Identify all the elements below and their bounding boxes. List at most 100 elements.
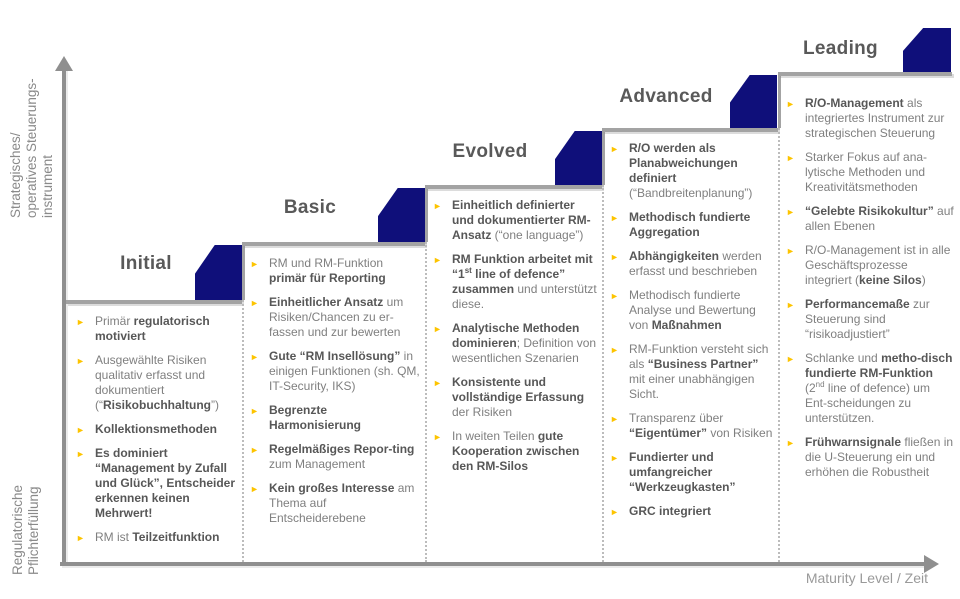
stage-title: Basic: [283, 197, 337, 218]
x-axis-line: [60, 562, 926, 566]
bullet-arrow-icon: ►: [250, 406, 259, 416]
y-axis-arrow-icon: [55, 56, 73, 71]
bullet-text: Einheitlich definierter und dokumentiert…: [452, 198, 591, 242]
bullet-text: Konsistente und vollständige Erfassung d…: [452, 375, 585, 419]
bullet-text: Einheitlicher Ansatz um Risiken/Chancen …: [269, 295, 404, 339]
bullet-text: Fundierter und umfangreicher “Werkzeugka…: [629, 450, 736, 494]
stage-pentagon-icon: [903, 28, 951, 72]
separator-dotted-line: [602, 185, 604, 562]
bullet-item: ►Analytische Methoden dominieren; Defini…: [433, 321, 599, 366]
bullet-item: ► Kollektionsmethoden: [76, 422, 242, 437]
bullet-item: ►RM-Funktion versteht sich als “Business…: [610, 342, 776, 402]
bullet-arrow-icon: ►: [610, 345, 619, 355]
bullet-item: ► Performancemaße zur Steuerung sind “ris…: [786, 297, 954, 342]
bullet-text: In weiten Teilen gute Kooperation zwisch…: [452, 429, 580, 473]
bullet-item: ► Konsistente und vollständige Erfassung …: [433, 375, 599, 420]
bullet-text: Gute “RM Insellösung” in einigen Funktio…: [269, 349, 420, 393]
bullet-list: ► R/O-Management als integriertes Instrum…: [786, 96, 954, 489]
step-line: [602, 128, 778, 132]
bullet-item: ► Schlanke und metho-disch fundierte RM-F…: [786, 351, 954, 426]
bullet-text: Performancemaße zur Steuerung sind “risi…: [805, 297, 930, 341]
riser-line: [425, 185, 428, 242]
step-line: [242, 242, 425, 246]
bullet-text: “Gelebte Risikokultur” auf allen Ebenen: [805, 204, 954, 233]
bullet-arrow-icon: ►: [786, 438, 795, 448]
bullet-text: Methodisch fundierte Analyse und Bewertu…: [629, 288, 756, 332]
bullet-arrow-icon: ►: [433, 378, 442, 388]
bullet-item: ►Kein großes Interesse am Thema auf Ents…: [250, 481, 422, 526]
bullet-text: Begrenzte Harmonisierung: [269, 403, 362, 432]
bullet-arrow-icon: ►: [250, 445, 259, 455]
bullet-text: Es dominiert “Management by Zufall und G…: [95, 446, 236, 520]
bullet-arrow-icon: ►: [786, 246, 795, 256]
separator-dotted-line: [242, 300, 244, 562]
step-line: [778, 72, 952, 76]
stage-title: Advanced: [619, 86, 713, 107]
y-axis-label-bottom: Regulatorische Pflichterfüllung: [10, 484, 41, 575]
bullet-arrow-icon: ►: [433, 432, 442, 442]
bullet-arrow-icon: ►: [786, 153, 795, 163]
bullet-item: ► Ausgewählte Risiken qualitativ erfasst …: [76, 353, 242, 413]
bullet-text: Frühwarnsignale fließen in die U-Steueru…: [805, 435, 954, 479]
stage-pentagon-icon: [195, 245, 242, 300]
bullet-arrow-icon: ►: [250, 352, 259, 362]
bullet-text: R/O-Management als integriertes Instrume…: [805, 96, 945, 140]
y-axis-label-top: Strategisches/ operatives Steuerungs- in…: [8, 78, 55, 218]
bullet-arrow-icon: ►: [76, 425, 85, 435]
x-axis-arrow-icon: [924, 555, 939, 573]
riser-line: [778, 72, 781, 128]
bullet-text: GRC integriert: [629, 504, 712, 518]
stage-title: Leading: [803, 38, 878, 59]
bullet-arrow-icon: ►: [786, 300, 795, 310]
bullet-item: ►R/O-Management ist in alle Geschäftspro…: [786, 243, 954, 288]
bullet-arrow-icon: ►: [76, 317, 85, 327]
bullet-text: Schlanke und metho-disch fundierte RM-Fu…: [805, 351, 953, 425]
bullet-arrow-icon: ►: [610, 414, 619, 424]
bullet-text: Ausgewählte Risiken qualitativ erfasst u…: [95, 353, 219, 412]
riser-line: [242, 242, 245, 300]
bullet-arrow-icon: ►: [610, 144, 619, 154]
bullet-text: Abhängigkeiten werden erfasst und beschr…: [629, 249, 762, 278]
bullet-item: ► Einheitlich definierter und dokumentier…: [433, 198, 599, 243]
stage-title: Evolved: [452, 141, 528, 162]
bullet-arrow-icon: ►: [610, 291, 619, 301]
bullet-arrow-icon: ►: [610, 453, 619, 463]
bullet-item: ► In weiten Teilen gute Kooperation zwisc…: [433, 429, 599, 474]
bullet-item: ► RM und RM-Funktion primär für Reporting: [250, 256, 422, 286]
bullet-item: ► Abhängigkeiten werden erfasst und besch…: [610, 249, 776, 279]
step-line: [66, 300, 242, 304]
bullet-item: ►Einheitlicher Ansatz um Risiken/Chancen…: [250, 295, 422, 340]
bullet-item: ►GRC integriert: [610, 504, 776, 519]
bullet-arrow-icon: ►: [76, 356, 85, 366]
bullet-item: ► Regelmäßiges Repor-ting zum Management: [250, 442, 422, 472]
bullet-text: RM und RM-Funktion primär für Reporting: [269, 256, 386, 285]
bullet-arrow-icon: ►: [76, 449, 85, 459]
bullet-arrow-icon: ►: [786, 207, 795, 217]
bullet-arrow-icon: ►: [250, 484, 259, 494]
bullet-arrow-icon: ►: [786, 354, 795, 364]
stage-pentagon-icon: [378, 188, 425, 242]
bullet-arrow-icon: ►: [610, 252, 619, 262]
bullet-arrow-icon: ►: [433, 201, 442, 211]
bullet-arrow-icon: ►: [250, 259, 259, 269]
bullet-list: ► Primär regulatorisch motiviert ► Ausgewäh…: [76, 314, 242, 554]
bullet-text: Primär regulatorisch motiviert: [95, 314, 210, 343]
bullet-item: ►RM ist Teilzeitfunktion: [76, 530, 242, 545]
bullet-item: ► Begrenzte Harmonisierung: [250, 403, 422, 433]
bullet-list: ► Einheitlich definierter und dokumentier…: [433, 198, 599, 483]
bullet-item: ► “Gelebte Risikokultur” auf allen Ebenen: [786, 204, 954, 234]
x-axis-label: Maturity Level / Zeit: [805, 570, 928, 586]
bullet-arrow-icon: ►: [433, 255, 442, 265]
bullet-arrow-icon: ►: [786, 99, 795, 109]
bullet-arrow-icon: ►: [433, 324, 442, 334]
bullet-arrow-icon: ►: [610, 213, 619, 223]
separator-dotted-line: [425, 242, 427, 562]
stage-pentagon-icon: [730, 75, 777, 128]
bullet-text: Kollektionsmethoden: [95, 422, 218, 436]
bullet-text: Regelmäßiges Repor-ting zum Management: [269, 442, 415, 471]
bullet-item: ► Es dominiert “Management by Zufall und …: [76, 446, 242, 521]
bullet-text: RM ist Teilzeitfunktion: [95, 530, 220, 544]
separator-dotted-line: [778, 128, 780, 562]
bullet-item: ►Transparenz über “Eigentümer” von Risik…: [610, 411, 776, 441]
